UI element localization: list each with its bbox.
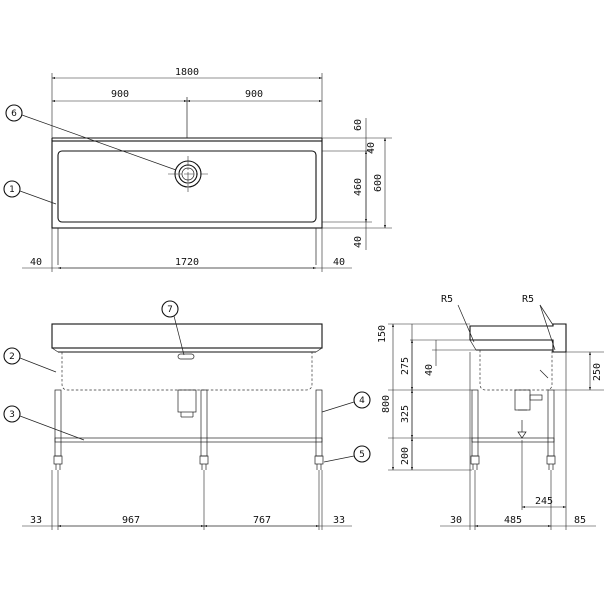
dim-back-height: 250 xyxy=(592,363,603,381)
front-view: 33 967 767 33 2 3 4 5 7 xyxy=(3,300,371,530)
side-top xyxy=(469,323,567,353)
front-basin-hidden xyxy=(61,352,313,391)
dim-depth-rim-front: 40 xyxy=(353,236,364,248)
plan-outline xyxy=(51,140,323,229)
dim-leg-offset-right: 33 xyxy=(333,515,345,526)
dim-foot-left: 30 xyxy=(450,515,462,526)
dim-mid: 325 xyxy=(400,405,411,423)
dim-depth-basin: 460 xyxy=(353,178,364,196)
dim-depth-rim-back: 40 xyxy=(366,142,377,154)
front-legs xyxy=(53,389,324,470)
dim-bottom: 200 xyxy=(400,447,411,465)
dim-basin-depth: 275 xyxy=(400,357,411,375)
callout-6 xyxy=(5,104,23,122)
svg-text:2: 2 xyxy=(9,352,15,362)
svg-text:3: 3 xyxy=(9,410,15,420)
front-drain xyxy=(177,389,197,413)
side-basin-hidden xyxy=(479,350,553,391)
dim-depth-total: 600 xyxy=(373,174,384,192)
label-radius-left: R5 xyxy=(441,294,453,305)
dim-half-right: 900 xyxy=(245,89,263,100)
callout-2 xyxy=(3,347,21,365)
dim-inner-width: 1720 xyxy=(175,257,199,268)
front-undershelf xyxy=(54,437,323,443)
svg-text:5: 5 xyxy=(359,450,365,460)
plan-view: 1800 900 900 40 1720 40 60 40 460 600 40… xyxy=(3,67,392,272)
callout-1 xyxy=(3,180,21,198)
callout-5 xyxy=(353,445,371,463)
callout-7 xyxy=(161,300,179,318)
dim-depth-back: 60 xyxy=(353,119,364,131)
front-top xyxy=(51,323,323,349)
label-radius-right: R5 xyxy=(522,294,534,305)
dim-foot-right: 85 xyxy=(574,515,586,526)
callout-4 xyxy=(353,391,371,409)
svg-text:4: 4 xyxy=(359,396,365,406)
dim-backsplash: 150 xyxy=(377,325,388,343)
dim-leg-span: 485 xyxy=(504,515,522,526)
dim-overall-width: 1800 xyxy=(175,67,199,78)
dim-half-left: 900 xyxy=(111,89,129,100)
side-view: R5 R5 150 275 40 800 325 200 250 245 xyxy=(377,294,604,530)
svg-text:1: 1 xyxy=(9,185,15,195)
dim-edge-right: 40 xyxy=(333,257,345,268)
dim-drain-offset: 245 xyxy=(535,496,553,507)
dim-rim: 40 xyxy=(424,364,435,376)
plan-drain xyxy=(168,156,208,192)
dim-leg-offset-left: 33 xyxy=(30,515,42,526)
plan-basin xyxy=(57,150,317,223)
dim-span-right: 767 xyxy=(253,515,271,526)
dim-total-height: 800 xyxy=(381,395,392,413)
svg-text:6: 6 xyxy=(11,109,17,119)
dim-edge-left: 40 xyxy=(30,257,42,268)
callout-3 xyxy=(3,405,21,423)
dim-span-left: 967 xyxy=(122,515,140,526)
svg-text:7: 7 xyxy=(167,305,173,315)
